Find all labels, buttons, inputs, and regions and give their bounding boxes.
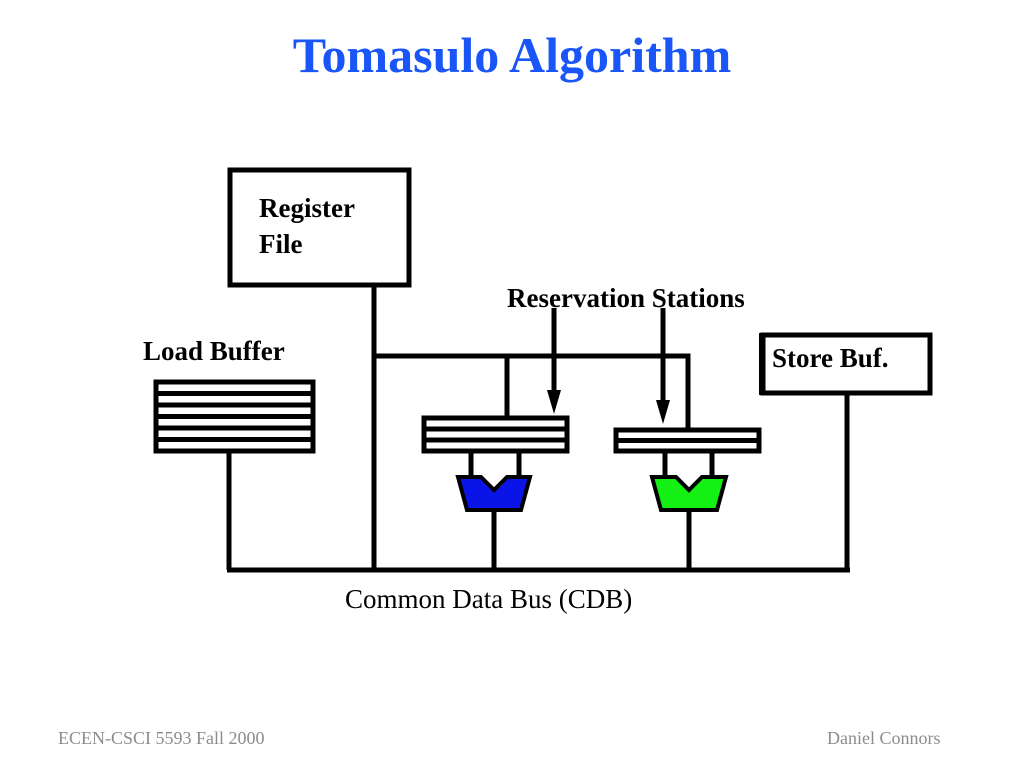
load-buffer-stack [153,379,316,454]
rs-arrow-1-head [547,390,561,414]
footer-author: Daniel Connors [827,728,941,748]
reservation-station-2 [613,427,762,454]
functional-unit-1 [455,475,533,512]
reservation-stations-label: Reservation Stations [507,283,745,313]
register-file-label-line1: Register [259,193,355,223]
operand-bus [374,353,691,430]
cdb-label: Common Data Bus (CDB) [345,584,633,614]
rs1-outline [421,415,570,454]
slide-title: Tomasulo Algorithm [292,27,732,83]
load-buffer-label: Load Buffer [143,336,285,366]
functional-unit-2 [649,475,729,512]
footer-course: ECEN-CSCI 5593 Fall 2000 [58,728,265,748]
register-file-label-line2: File [259,229,303,259]
rs-arrow-2-head [656,400,670,424]
reservation-station-1 [421,415,570,454]
register-file-box [227,167,412,288]
register-file-label: Register File [259,190,355,262]
store-buffer-label: Store Buf. [772,343,889,373]
